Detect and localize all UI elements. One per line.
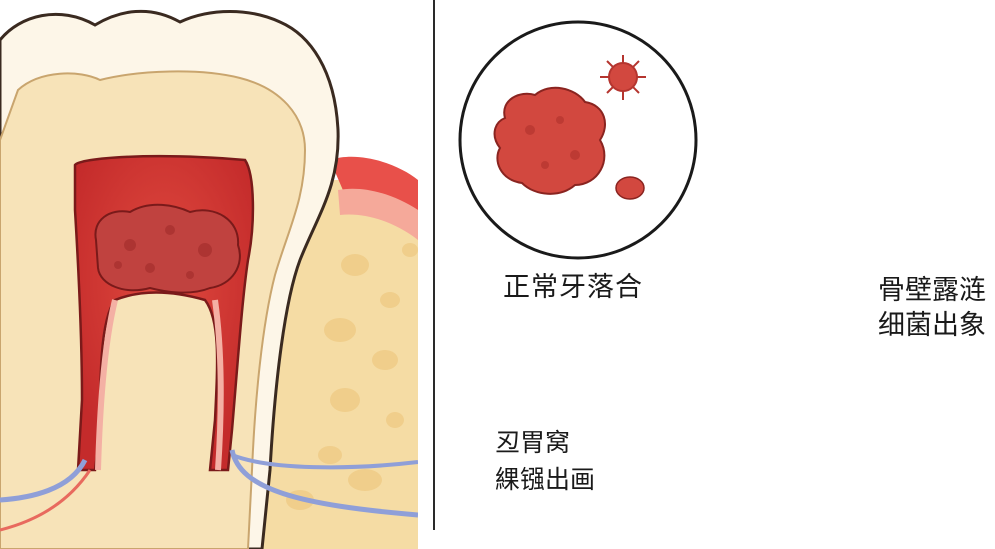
label-bone-line2: 细菌出象: [878, 310, 986, 341]
bacterium-icon: [600, 55, 646, 100]
label-normal: 正常牙落合: [503, 272, 643, 303]
cell-mass: [493, 86, 606, 195]
label-sinus-line2: 綶镪出画: [495, 465, 596, 494]
gum-tissue: [330, 156, 418, 210]
nerve-left: [0, 458, 88, 503]
normal-state-circle: [458, 20, 698, 260]
tooth-cross-section: [0, 9, 418, 549]
small-cell: [615, 176, 645, 200]
infection-mass: [94, 203, 241, 294]
label-bone-line1: 骨壁露涟: [878, 275, 986, 306]
nerve-right: [229, 449, 418, 518]
label-sinus-line1: 丒胃窝: [495, 428, 571, 457]
